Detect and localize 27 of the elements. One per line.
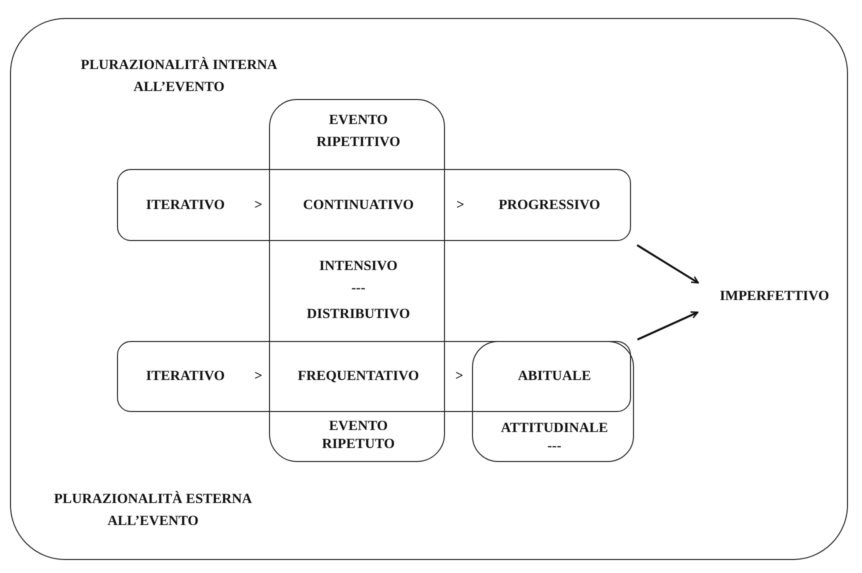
text-label: EVENTO RIPETUTO bbox=[320, 418, 396, 454]
text-label: PLURAZIONALITÀ INTERNA ALL’EVENTO bbox=[80, 56, 278, 97]
text-label: ATTITUDINALE bbox=[500, 420, 609, 438]
separator-symbol: > bbox=[454, 368, 464, 386]
separator-symbol: > bbox=[455, 197, 466, 216]
text-label: IMPERFETTIVO bbox=[704, 286, 844, 308]
separator-symbol: --- bbox=[350, 280, 366, 298]
text-label: ITERATIVO bbox=[144, 368, 226, 386]
text-label: ITERATIVO bbox=[144, 197, 226, 216]
text-label: DISTRIBUTIVO bbox=[306, 306, 411, 324]
arrow bbox=[636, 244, 699, 284]
horizontal-rounded-box bbox=[117, 341, 632, 412]
text-label: FREQUENTATIVO bbox=[296, 368, 420, 386]
arrow bbox=[637, 311, 698, 340]
separator-symbol: > bbox=[253, 368, 264, 386]
horizontal-rounded-box bbox=[117, 169, 632, 242]
vertical-rounded-box bbox=[269, 99, 446, 462]
separator-symbol: --- bbox=[546, 438, 562, 456]
text-label: INTENSIVO bbox=[318, 258, 399, 276]
separator-symbol: > bbox=[253, 197, 264, 216]
text-label: EVENTO RIPETITIVO bbox=[316, 112, 402, 152]
outer-rounded-box bbox=[10, 18, 848, 560]
rounded-box bbox=[472, 341, 634, 462]
text-label: ABITUALE bbox=[516, 368, 592, 386]
text-label: CONTINUATIVO bbox=[302, 197, 415, 216]
text-label: PROGRESSIVO bbox=[498, 197, 602, 216]
text-label: PLURAZIONALITÀ ESTERNA ALL’EVENTO bbox=[53, 490, 253, 531]
